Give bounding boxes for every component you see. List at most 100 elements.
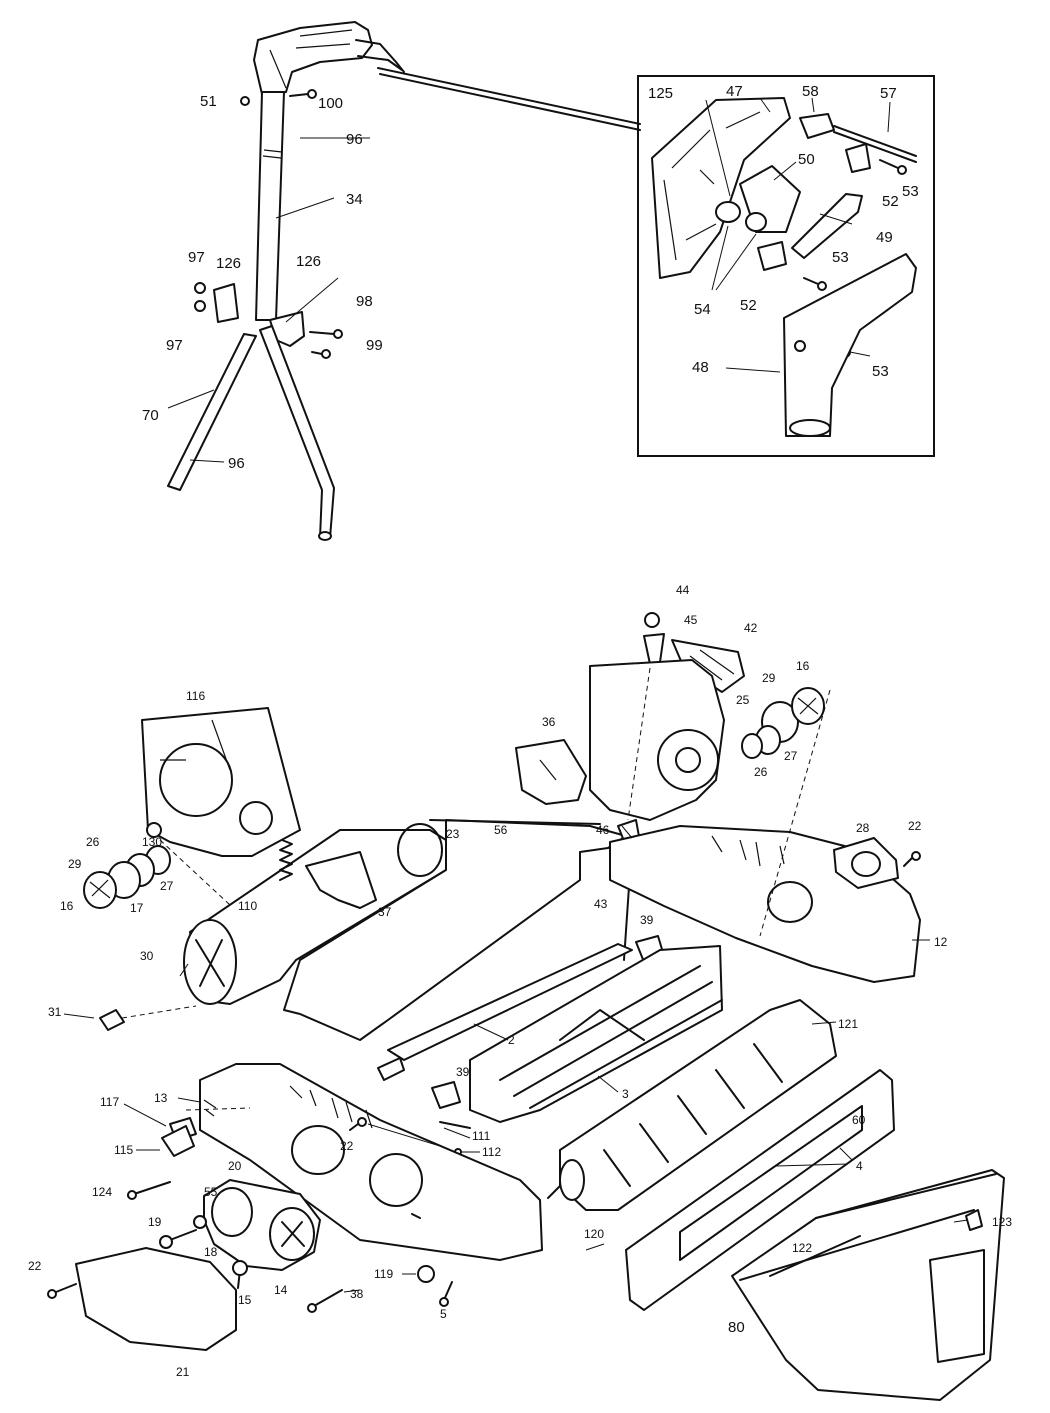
screw-124	[127, 1181, 171, 1200]
terminal-58	[799, 113, 835, 139]
label-31: 31	[48, 1005, 62, 1019]
label-54: 54	[694, 301, 711, 318]
screw-22-top	[903, 851, 921, 867]
label-119: 119	[374, 1267, 393, 1281]
bolt-lower	[232, 1260, 248, 1289]
plug-31	[99, 1009, 125, 1031]
screw-53-top	[879, 159, 907, 175]
label-45: 45	[684, 613, 698, 627]
label-22: 22	[340, 1139, 354, 1153]
pulley-18	[211, 1187, 253, 1237]
part-111	[439, 1121, 471, 1129]
screw-53-mid	[803, 277, 827, 291]
label-36: 36	[542, 715, 556, 729]
box-handle-122	[769, 1235, 861, 1277]
inset-frame	[637, 75, 935, 457]
belt-cover-21	[75, 1247, 237, 1351]
label-20: 20	[228, 1159, 242, 1173]
screw-22-bottom	[47, 1283, 77, 1299]
label-51: 51	[200, 93, 217, 110]
side-plate-13	[199, 1063, 543, 1261]
label-117: 117	[100, 1095, 119, 1109]
switch-housing-47	[651, 97, 791, 279]
label-48: 48	[692, 359, 709, 376]
handle-grip	[253, 21, 373, 95]
label-58: 58	[802, 83, 819, 100]
label-43: 43	[594, 897, 608, 911]
label-27: 27	[784, 749, 798, 763]
label-130: 130	[142, 835, 162, 849]
handle-tube	[255, 91, 285, 321]
label-3: 3	[622, 1087, 629, 1101]
bolt-19	[159, 1229, 197, 1249]
label-53: 53	[902, 183, 919, 200]
label-27: 27	[160, 879, 174, 893]
block-39-lower	[431, 1081, 461, 1109]
label-25: 25	[736, 693, 750, 707]
capacitor-54-left	[715, 201, 741, 223]
grommet-45	[643, 633, 665, 665]
label-16: 16	[60, 899, 74, 913]
label-53: 53	[872, 363, 889, 380]
label-26: 26	[754, 765, 768, 779]
switch-lever	[355, 39, 405, 73]
label-22: 22	[908, 819, 922, 833]
spring-110	[279, 839, 293, 881]
bearing-130	[146, 822, 162, 838]
label-121: 121	[838, 1017, 858, 1031]
label-30: 30	[140, 949, 154, 963]
clip-123	[965, 1209, 983, 1231]
label-99: 99	[366, 337, 383, 354]
label-125: 125	[648, 85, 673, 102]
label-111: 111	[472, 1129, 491, 1143]
label-26: 26	[86, 835, 100, 849]
label-39: 39	[640, 913, 654, 927]
cable-clamp-52-top	[845, 143, 871, 173]
label-56: 56	[494, 823, 508, 837]
screw-5	[439, 1281, 453, 1307]
label-16: 16	[796, 659, 810, 673]
label-55: 55	[204, 1185, 218, 1199]
label-4: 4	[856, 1159, 863, 1173]
bearing-housing-28	[833, 837, 899, 889]
label-57: 57	[880, 85, 897, 102]
label-29: 29	[68, 857, 82, 871]
label-116: 116	[186, 689, 205, 703]
lever-115	[161, 1125, 195, 1157]
label-46: 46	[596, 823, 610, 837]
cap-119	[417, 1265, 435, 1283]
label-115: 115	[114, 1143, 133, 1157]
gear-housing-25	[589, 659, 725, 821]
nut-44	[644, 612, 660, 628]
label-15: 15	[238, 1293, 252, 1307]
washer-55	[193, 1215, 207, 1229]
label-100: 100	[318, 95, 343, 112]
label-29: 29	[762, 671, 776, 685]
label-2: 2	[508, 1033, 515, 1047]
label-21: 21	[176, 1365, 190, 1379]
lower-tube-70	[167, 333, 257, 491]
label-37: 37	[378, 905, 392, 919]
switch-detail-inset	[637, 75, 935, 457]
label-80: 80	[728, 1319, 745, 1336]
label-5: 5	[440, 1307, 447, 1321]
label-52: 52	[882, 193, 899, 210]
screw-98	[309, 329, 343, 339]
label-120: 120	[584, 1227, 604, 1241]
label-97: 97	[188, 249, 205, 266]
nut-51	[240, 96, 250, 106]
label-22: 22	[28, 1259, 42, 1273]
cable-57	[833, 125, 917, 157]
nut-97-top	[194, 282, 206, 294]
label-98: 98	[356, 293, 373, 310]
label-96: 96	[228, 455, 245, 472]
label-39: 39	[456, 1065, 470, 1079]
label-18: 18	[204, 1245, 218, 1259]
label-23: 23	[446, 827, 460, 841]
label-42: 42	[744, 621, 758, 635]
label-110: 110	[238, 899, 257, 913]
label-52: 52	[740, 297, 757, 314]
label-126: 126	[216, 255, 241, 272]
label-44: 44	[676, 583, 690, 597]
support-block-36	[515, 739, 587, 805]
